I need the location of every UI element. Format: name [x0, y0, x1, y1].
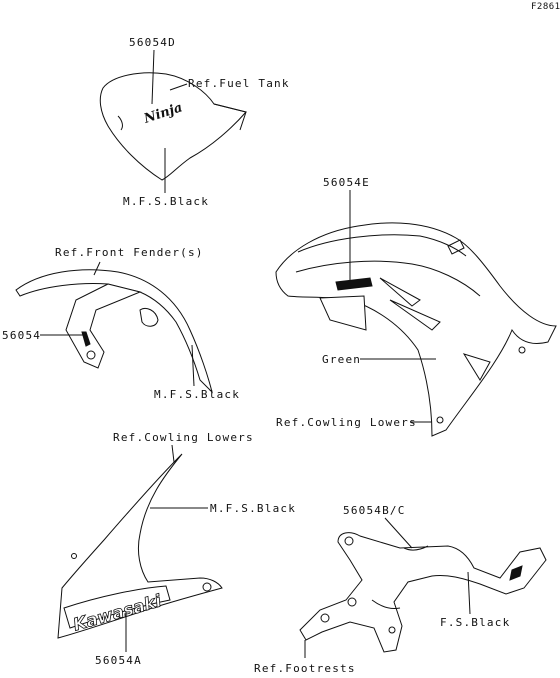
leader-fender-ref	[93, 261, 101, 276]
leader-footrest-color	[467, 571, 471, 615]
cowling-right	[275, 222, 557, 437]
leader-footrest-part	[384, 517, 413, 549]
leader-fuel-tank-part	[151, 49, 155, 105]
fuel-tank-color-label: M.F.S.Black	[123, 195, 209, 208]
cowl-left-color-label: M.F.S.Black	[210, 502, 296, 515]
footrest-ref-label: Ref.Footrests	[254, 662, 356, 673]
cowl-green-label: Green	[322, 353, 361, 366]
cowl-ref-right-label: Ref.Cowling Lowers	[276, 416, 417, 429]
front-fender	[15, 269, 213, 394]
cowling-left: Kawasaki	[57, 453, 223, 639]
leader-fuel-tank-ref	[169, 83, 188, 91]
leader-fender-color	[191, 344, 195, 387]
footrest-part-number: 56054B/C	[343, 504, 406, 517]
cowl-ref-left-label: Ref.Cowling Lowers	[113, 431, 254, 444]
figure-id: F2861	[531, 2, 560, 12]
cowl-left-part-number: 56054A	[95, 654, 142, 667]
footrest-color-label: F.S.Black	[440, 616, 510, 629]
leader-cowl-ref-left	[171, 444, 175, 463]
cowl-upper-part-number: 56054E	[323, 176, 370, 189]
fuel-tank-part-number: 56054D	[129, 36, 176, 49]
fuel-tank-ref-label: Ref.Fuel Tank	[188, 77, 290, 90]
fender-color-label: M.F.S.Black	[154, 388, 240, 401]
fender-ref-label: Ref.Front Fender(s)	[55, 246, 204, 259]
footrest-bracket	[299, 532, 547, 653]
fuel-tank-decal: Ninja	[99, 72, 247, 181]
fender-part-number: 56054	[2, 329, 41, 342]
